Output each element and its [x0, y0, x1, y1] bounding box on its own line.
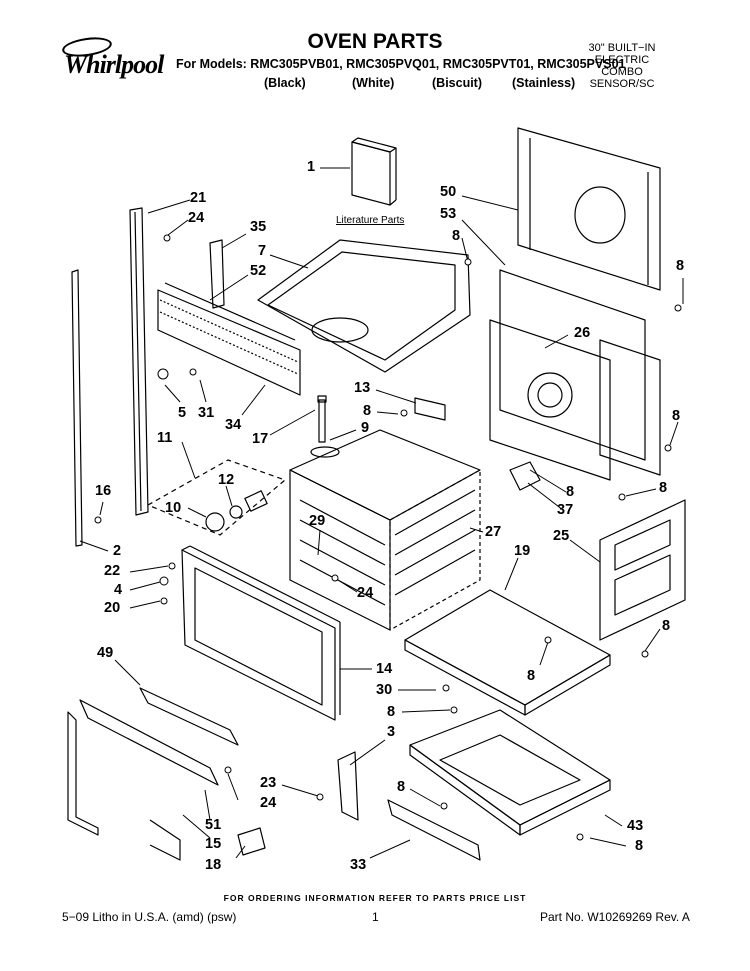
litho-info: 5−09 Litho in U.S.A. (amd) (psw) [62, 910, 237, 924]
page-title: OVEN PARTS [307, 30, 443, 53]
color-white: (White) [352, 76, 395, 90]
callout-19: 19 [514, 543, 531, 559]
clip-part [509, 461, 541, 491]
oven-cavity-part [289, 429, 481, 631]
callout-52: 52 [250, 263, 267, 279]
callout-53: 53 [440, 206, 457, 222]
product-line-2: COMBO [601, 66, 643, 78]
leader-lines [79, 167, 684, 859]
door-frame-part [181, 545, 341, 721]
callout-7: 7 [258, 243, 267, 259]
callout-8: 8 [676, 258, 685, 274]
bottom-trim-part [67, 699, 219, 861]
ordering-info: FOR ORDERING INFORMATION REFER TO PARTS … [223, 893, 527, 903]
literature-book-part [351, 137, 397, 206]
callout-2: 2 [113, 543, 122, 559]
callout-16: 16 [95, 483, 112, 499]
callout-8: 8 [452, 228, 461, 244]
callout-24: 24 [188, 210, 205, 226]
clip-small-part [237, 827, 266, 856]
callout-27: 27 [485, 524, 502, 540]
vent-trim-part [157, 282, 301, 396]
callout-1: 1 [307, 159, 316, 175]
callout-24: 24 [357, 585, 374, 601]
callout-23: 23 [260, 775, 277, 791]
callout-8: 8 [659, 480, 668, 496]
sensor-part [310, 395, 340, 458]
callout-43: 43 [627, 818, 644, 834]
side-panel-part [599, 499, 686, 641]
callout-51: 51 [205, 817, 222, 833]
bracket-part [209, 239, 225, 309]
callout-14: 14 [376, 661, 393, 677]
vent-duct-part [139, 687, 239, 746]
part-number: Part No. W10269269 Rev. A [540, 910, 690, 924]
callout-8: 8 [397, 779, 406, 795]
color-stainless: (Stainless) [512, 76, 576, 90]
screws [94, 234, 682, 841]
hinge-part [337, 751, 359, 821]
callout-31: 31 [198, 405, 215, 421]
brand-wordmark: Whirlpool [64, 50, 164, 79]
top-plate-part [257, 239, 471, 373]
callout-8: 8 [387, 704, 396, 720]
brand-logo: Whirlpool [60, 34, 174, 79]
callout-12: 12 [218, 472, 235, 488]
callout-13: 13 [354, 380, 371, 396]
back-plate-part [517, 127, 661, 291]
drawer-part [409, 709, 611, 836]
callout-10: 10 [165, 500, 182, 516]
callout-49: 49 [97, 645, 114, 661]
color-biscuit: (Biscuit) [432, 76, 482, 90]
callout-26: 26 [574, 325, 591, 341]
callout-9: 9 [361, 420, 370, 436]
side-trim-part [71, 207, 149, 547]
callout-25: 25 [553, 528, 570, 544]
callout-37: 37 [557, 502, 574, 518]
callout-8: 8 [662, 618, 671, 634]
drawer-rail-part [387, 799, 481, 861]
callout-8: 8 [566, 484, 575, 500]
lamp-parts [205, 490, 268, 532]
models-line: For Models: RMC305PVB01, RMC305PVQ01, RM… [176, 57, 626, 71]
callout-34: 34 [225, 417, 242, 433]
small-bracket-part [414, 397, 446, 421]
callout-3: 3 [387, 724, 396, 740]
callout-5: 5 [178, 405, 187, 421]
product-line-3: SENSOR/SC [589, 78, 655, 90]
callout-18: 18 [205, 857, 222, 873]
tray-part [404, 589, 611, 716]
page-number: 1 [372, 910, 379, 924]
callout-17: 17 [252, 431, 269, 447]
callout-8: 8 [527, 668, 536, 684]
lamp-assembly-group [147, 459, 286, 536]
callout-24: 24 [260, 795, 277, 811]
callout-30: 30 [376, 682, 393, 698]
callout-8: 8 [363, 403, 372, 419]
callout-4: 4 [114, 582, 123, 598]
callout-8: 8 [672, 408, 681, 424]
callout-8: 8 [635, 838, 644, 854]
literature-parts-label: Literature Parts [336, 215, 405, 226]
color-black: (Black) [264, 76, 306, 90]
callout-21: 21 [190, 190, 207, 206]
callout-22: 22 [104, 563, 121, 579]
callout-50: 50 [440, 184, 457, 200]
callout-11: 11 [157, 430, 173, 446]
callout-33: 33 [350, 857, 367, 873]
rear-panel-part [489, 269, 661, 481]
product-description: 30" BUILT−IN ELECTRIC COMBO SENSOR/SC [560, 42, 684, 90]
product-line-1: 30" BUILT−IN ELECTRIC [588, 42, 656, 66]
callout-29: 29 [309, 513, 326, 529]
callout-20: 20 [104, 600, 121, 616]
callout-35: 35 [250, 219, 267, 235]
callout-15: 15 [205, 836, 222, 852]
